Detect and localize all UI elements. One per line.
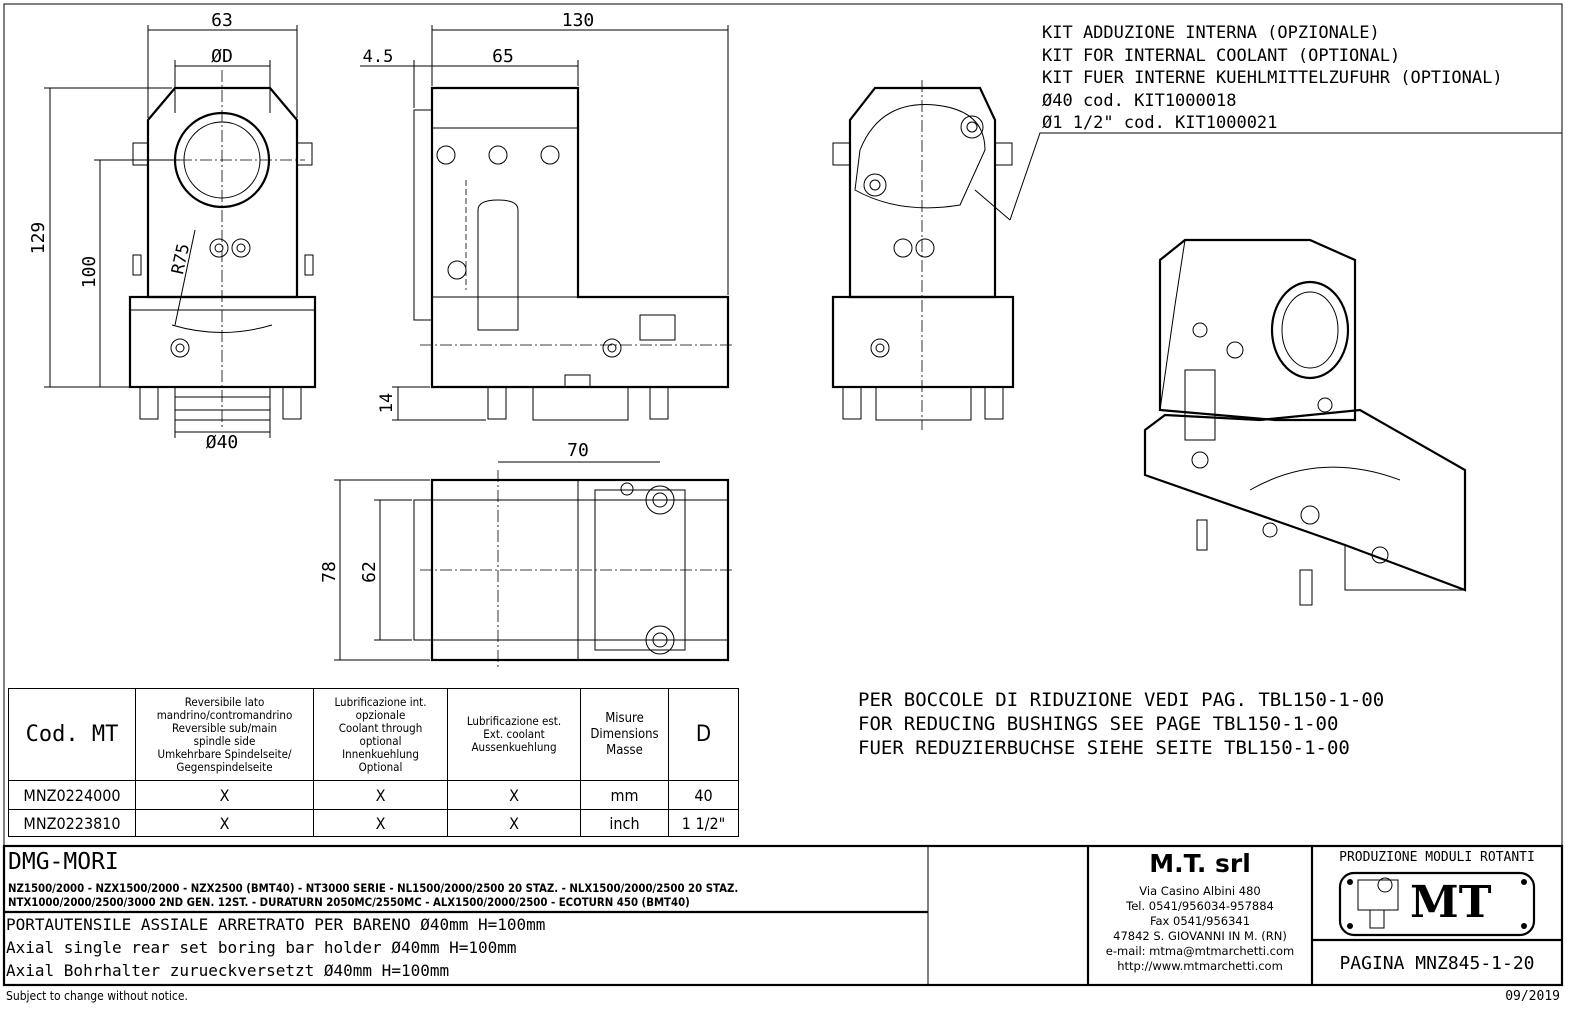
cell: X xyxy=(447,809,581,837)
cell: X xyxy=(135,809,314,837)
hl: Reversibile lato xyxy=(184,694,265,709)
disclaimer: Subject to change without notice. xyxy=(6,989,188,1003)
table-row: MNZ0224000 X X X mm 40 xyxy=(8,780,739,810)
cell: inch xyxy=(580,809,669,837)
kit-note-line: KIT ADDUZIONE INTERNA (OPZIONALE) xyxy=(1042,23,1380,43)
hl: mandrino/contromandrino xyxy=(156,707,293,722)
dim-radius: R75 xyxy=(168,242,194,276)
address-line: Tel. 0541/956034-957884 xyxy=(1126,899,1274,913)
bushing-note-line: FUER REDUZIERBUCHSE SIEHE SEITE TBL150-1… xyxy=(858,737,1350,759)
cell-code: MNZ0224000 xyxy=(8,780,136,810)
dim-side-length: 130 xyxy=(562,10,595,31)
kit-note-line: Ø1 1/2" cod. KIT1000021 xyxy=(1042,113,1277,133)
page-frame xyxy=(3,3,1563,986)
email-link[interactable]: e-mail: mtma@mtmarchetti.com xyxy=(1105,944,1295,958)
address-line: Via Casino Albini 480 xyxy=(1139,884,1261,898)
description-it: PORTAUTENSILE ASSIALE ARRETRATO PER BARE… xyxy=(6,915,546,934)
hl: Masse xyxy=(606,742,643,758)
isometric-view xyxy=(1143,238,1467,606)
hl: Reversible sub/main xyxy=(172,720,277,735)
address-line: Fax 0541/956341 xyxy=(1149,914,1251,928)
hl: Aussenkuehlung xyxy=(471,740,557,754)
hl: optional xyxy=(359,733,402,748)
production-label: PRODUZIONE MODULI ROTANTI xyxy=(1339,850,1535,865)
top-view: 70 78 62 xyxy=(319,440,735,670)
dim-top-62: 62 xyxy=(359,561,380,583)
hl: Gegenspindelseite xyxy=(176,759,273,774)
dim-front-width: 63 xyxy=(211,10,233,31)
brand: DMG-MORI xyxy=(8,849,119,875)
description-de: Axial Bohrhalter zurueckversetzt Ø40mm H… xyxy=(6,961,450,980)
hl: Lubrificazione int. xyxy=(334,694,427,709)
front-view: 63 ØD 129 100 R75 Ø40 xyxy=(28,10,317,453)
description-en: Axial single rear set boring bar holder … xyxy=(6,938,517,957)
table-row: MNZ0223810 X X X inch 1 1/2" xyxy=(8,809,739,837)
bushing-note-line: PER BOCCOLE DI RIDUZIONE VEDI PAG. TBL15… xyxy=(858,689,1384,711)
page-number: PAGINA MNZ845-1-20 xyxy=(1339,953,1535,974)
dim-center-height: 100 xyxy=(79,256,100,289)
company-name: M.T. srl xyxy=(1149,849,1251,878)
cell: 1 1/2" xyxy=(668,809,739,837)
dim-offset: 4.5 xyxy=(363,47,394,67)
dim-bore: ØD xyxy=(211,46,233,67)
hl: Lubrificazione est. xyxy=(466,714,562,728)
model-line: NZ1500/2000 - NZX1500/2000 - NZX2500 (BM… xyxy=(8,882,739,895)
hl: Umkehrbare Spindelseite/ xyxy=(157,746,292,761)
cell: X xyxy=(313,780,448,810)
hl: Coolant through xyxy=(338,720,423,735)
bushing-note-line: FOR REDUCING BUSHINGS SEE PAGE TBL150-1-… xyxy=(858,713,1338,735)
header-code: Cod. MT xyxy=(8,688,136,781)
dim-shank: Ø40 xyxy=(206,432,239,453)
title-block-frame xyxy=(2,844,1564,987)
revision-date: 09/2019 xyxy=(1505,989,1560,1004)
cell: X xyxy=(447,780,581,810)
address-line: 47842 S. GIOVANNI IN M. (RN) xyxy=(1113,929,1287,943)
side-view: 130 4.5 65 14 xyxy=(360,10,735,421)
cell: mm xyxy=(580,780,669,810)
dim-side-65: 65 xyxy=(492,46,514,67)
kit-note-line: Ø40 cod. KIT1000018 xyxy=(1042,91,1236,111)
cell-code: MNZ0223810 xyxy=(8,809,136,837)
kit-note-line: KIT FUER INTERNE KUEHLMITTELZUFUHR (OPTI… xyxy=(1042,68,1503,88)
kit-note: KIT ADDUZIONE INTERNA (OPZIONALE) KIT FO… xyxy=(1042,23,1503,133)
cell: 40 xyxy=(668,780,739,810)
website-link[interactable]: http://www.mtmarchetti.com xyxy=(1117,959,1283,973)
dim-top-78: 78 xyxy=(319,561,340,583)
cell: X xyxy=(313,809,448,837)
dim-total-height: 129 xyxy=(28,222,49,255)
header-d: D xyxy=(668,688,739,781)
bushing-note: PER BOCCOLE DI RIDUZIONE VEDI PAG. TBL15… xyxy=(858,689,1384,759)
hl: Ext. coolant xyxy=(483,727,545,741)
kit-note-line: KIT FOR INTERNAL COOLANT (OPTIONAL) xyxy=(1042,46,1400,66)
hl: opzionale xyxy=(355,707,406,722)
hl: spindle side xyxy=(193,733,256,748)
dim-top-70: 70 xyxy=(567,440,589,461)
rear-view xyxy=(831,80,1562,430)
company-address: Via Casino Albini 480 Tel. 0541/956034-9… xyxy=(1088,884,1312,974)
cell: X xyxy=(135,780,314,810)
mt-logo: MT xyxy=(1410,877,1492,928)
model-line: NTX1000/2000/2500/3000 2ND GEN. 12ST. - … xyxy=(8,896,690,909)
hl: Dimensions xyxy=(590,726,659,742)
hl: Misure xyxy=(605,710,644,726)
dim-shank-height: 14 xyxy=(377,393,397,413)
hl: Innenkuehlung xyxy=(342,746,419,761)
hl: Optional xyxy=(358,759,403,774)
